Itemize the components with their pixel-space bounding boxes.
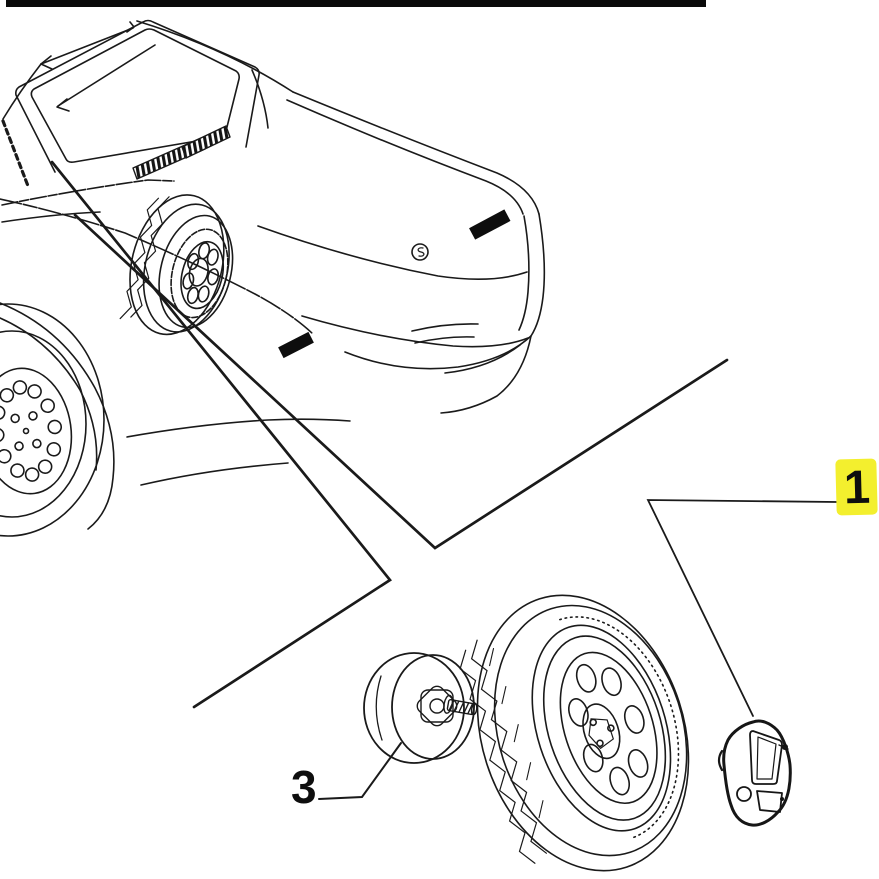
callout-1-label[interactable]: 1: [837, 460, 876, 514]
top-edge-bar: [6, 0, 706, 7]
third-brake-light: [132, 125, 231, 180]
tail-lights: [278, 209, 511, 359]
callout-1-leader: [646, 499, 838, 717]
part-1-bracket-illustration: [717, 719, 792, 827]
exploded-wheel-illustration: [459, 594, 690, 872]
part-3-clamp-illustration: [363, 652, 478, 764]
spare-wheel-in-trunk: [119, 194, 234, 336]
leader-lines: [50, 160, 729, 709]
car-rear-illustration: [0, 0, 706, 537]
callout-3-leader: [318, 742, 402, 800]
wing-bolt: [443, 694, 478, 716]
callout-3-label[interactable]: 3: [291, 761, 317, 813]
rear-window: [15, 19, 269, 173]
soft-top-marks: [1, 20, 294, 188]
trunk-badge: [411, 243, 429, 261]
left-rear-wheel: [0, 302, 115, 537]
